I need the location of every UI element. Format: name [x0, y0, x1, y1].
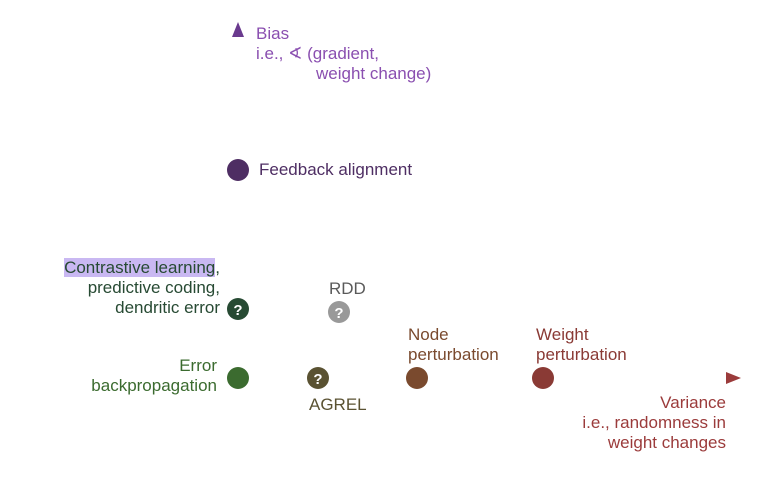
error-backpropagation-label: Error backpropagation — [91, 356, 217, 395]
bias-axis-label: Bias i.e., ∢ (gradient, weight change) — [256, 24, 431, 84]
bias-axis-subtitle-line1: i.e., ∢ (gradient, — [256, 44, 379, 63]
contrastive-learning-highlight: Contrastive learning — [64, 258, 216, 277]
bias-axis-title: Bias — [256, 24, 290, 43]
variance-axis-subtitle-line1: i.e., randomness in — [582, 413, 726, 432]
feedback-alignment-marker — [227, 159, 249, 181]
node-perturbation-marker — [406, 367, 428, 389]
agrel-label: AGREL — [309, 395, 367, 414]
contrastive-learning-marker — [227, 298, 249, 320]
error-backpropagation-marker — [227, 367, 249, 389]
variance-axis-subtitle-line2: weight changes — [607, 433, 726, 452]
agrel-question-mark: ? — [313, 371, 322, 388]
rdd-question-mark: ? — [334, 305, 343, 322]
node-perturbation-label: Node perturbation — [408, 325, 499, 364]
agrel-marker — [307, 367, 329, 389]
feedback-alignment-label: Feedback alignment — [259, 160, 413, 179]
rdd-marker — [328, 301, 350, 323]
contrastive-learning-question-mark: ? — [233, 302, 242, 319]
angle-icon: ∢ — [288, 44, 303, 63]
bias-axis-arrowhead — [232, 22, 244, 37]
weight-perturbation-label: Weight perturbation — [536, 325, 627, 364]
variance-axis-title: Variance — [660, 393, 726, 412]
dendritic-error-label: dendritic error — [115, 298, 220, 317]
rdd-label: RDD — [329, 279, 366, 298]
variance-axis-label: Variance i.e., randomness in weight chan… — [582, 393, 726, 453]
bias-axis-subtitle-line2: weight change) — [316, 64, 432, 83]
contrastive-learning-label: Contrastive learning, predictive coding,… — [64, 258, 220, 317]
variance-axis-arrowhead — [726, 372, 741, 384]
weight-perturbation-marker — [532, 367, 554, 389]
predictive-coding-label: predictive coding, — [87, 278, 220, 297]
